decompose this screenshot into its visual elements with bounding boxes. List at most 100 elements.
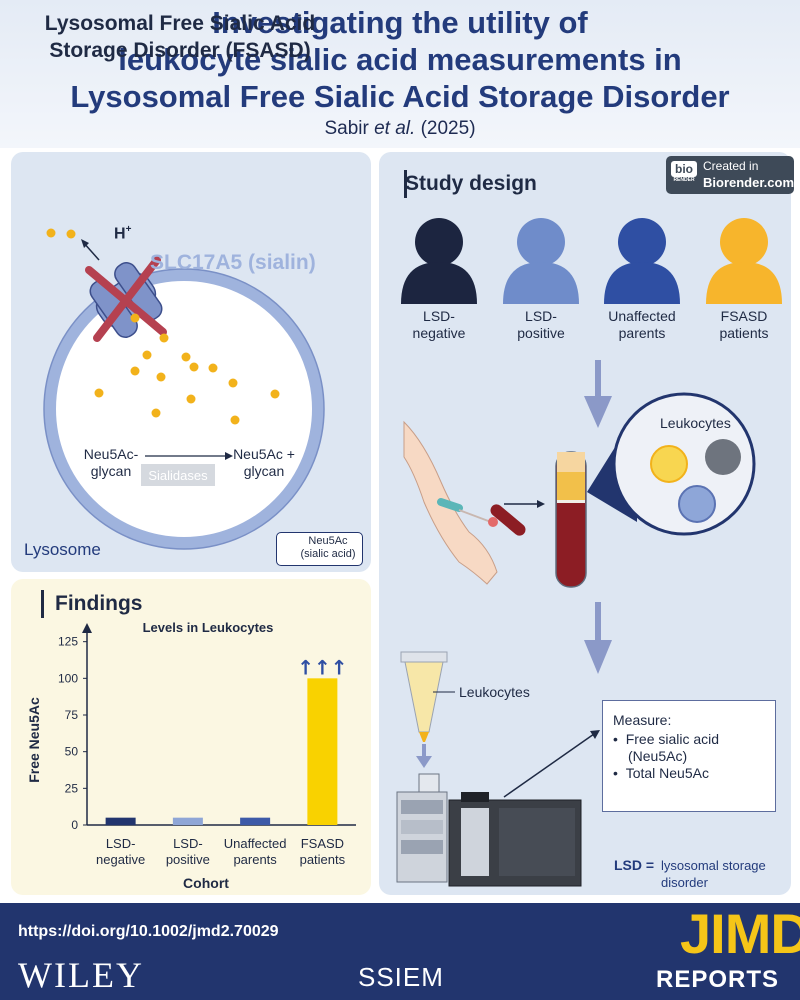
cohort-label-line: patients xyxy=(719,325,769,341)
biorender-logo-text: bio xyxy=(671,161,697,177)
legend-box xyxy=(276,532,363,566)
increase-arrows-annotation: ↑↑↑ xyxy=(297,655,347,679)
chart-marks: 0255075100125LSD-negativeLSD-positiveUna… xyxy=(58,623,356,867)
measure-box xyxy=(602,700,776,812)
product-line-1: Neu5Ac + xyxy=(233,446,295,462)
x-tick-label: LSD- xyxy=(173,836,203,851)
x-tick-label: LSD- xyxy=(106,836,136,851)
x-tick-label: negative xyxy=(96,852,145,867)
transport-block-cross xyxy=(85,256,167,342)
neu5ac-dot xyxy=(181,352,191,362)
proton-symbol: H xyxy=(114,225,126,243)
x-tick-label: positive xyxy=(166,852,210,867)
neu5ac-dot xyxy=(156,372,166,382)
efflux-arrow-head xyxy=(81,239,89,248)
chart-title: Levels in Leukocytes xyxy=(143,620,274,635)
measure-list: • Free sialic acid (Neu5Ac) • Total Neu5… xyxy=(613,731,719,782)
neu5ac-dot xyxy=(159,333,169,343)
fsasd-title: Lysosomal Free Sialic Acid Storage Disor… xyxy=(0,10,360,64)
neu5ac-dot xyxy=(270,389,280,399)
x-tick-label: patients xyxy=(300,852,346,867)
cohort-label-line: LSD- xyxy=(525,308,557,324)
person-icon-fsasd-patients xyxy=(706,218,782,304)
lsd-definition-line: lysosomal storage xyxy=(661,858,766,873)
down-arrow-2 xyxy=(584,602,612,674)
substrate-line-1: Neu5Ac- xyxy=(83,446,139,462)
leukocyte-cell xyxy=(705,439,741,475)
biorender-site: Biorender.com xyxy=(703,175,795,190)
findings-title-bar xyxy=(41,590,44,618)
reaction-arrow-head xyxy=(225,452,233,460)
substrate-line-2: glycan xyxy=(90,463,132,479)
y-tick-label: 125 xyxy=(58,635,78,649)
study-design-illustration xyxy=(396,218,782,887)
doi-link[interactable]: https://doi.org/10.1002/jmd2.70029 xyxy=(18,923,279,940)
cohort-label-lsd-negative: LSD- negative xyxy=(404,308,474,342)
y-tick-label: 100 xyxy=(58,671,78,685)
leukocyte-cell xyxy=(678,485,716,523)
neu5ac-dot xyxy=(142,350,152,360)
study-title-bar xyxy=(404,170,407,198)
cohort-label-unaffected-parents: Unaffected parents xyxy=(600,308,684,342)
y-tick-label: 75 xyxy=(65,708,79,722)
lysosome-membrane xyxy=(44,269,324,549)
findings-title: Findings xyxy=(55,592,143,615)
title-line-3: Lysosomal Free Sialic Acid Storage Disor… xyxy=(70,79,730,114)
bar xyxy=(172,817,203,825)
title-line-1: Investigating the utility of xyxy=(212,5,588,40)
cohort-label-line: FSASD xyxy=(720,308,768,324)
legend-text: Neu5Ac (sialic acid) xyxy=(296,535,360,561)
jimd-logo: JIMD xyxy=(680,902,800,965)
neu5ac-dot xyxy=(189,362,199,372)
cohort-label-line: negative xyxy=(412,325,466,341)
person-icon-lsd-negative xyxy=(401,218,477,304)
neu5ac-dot xyxy=(228,378,238,388)
title-line-2: leukocyte sialic acid measurements in xyxy=(118,42,682,77)
findings-chart: Levels in Leukocytes Free Neu5Ac Cohort … xyxy=(26,620,356,891)
person-icon-lsd-positive xyxy=(503,218,579,304)
measure-item-text: Total Neu5Ac xyxy=(625,765,709,781)
measure-item-text: Free sialic acid xyxy=(625,731,720,747)
y-axis-arrowhead xyxy=(82,623,92,633)
blood-tube xyxy=(555,451,587,588)
fsasd-title-line-1: Lysosomal Free Sialic Acid xyxy=(44,12,316,35)
blood-arrow-head xyxy=(537,500,545,508)
lc-ms-instrument xyxy=(396,773,582,887)
x-tick-label: parents xyxy=(233,852,277,867)
leukocyte-tube xyxy=(400,651,448,742)
bar xyxy=(105,817,136,825)
neu5ac-dot xyxy=(46,228,56,238)
neu5ac-dot xyxy=(186,394,196,404)
biorender-created: Created in xyxy=(703,159,759,173)
arm-illustration xyxy=(403,420,526,585)
study-design-title: Study design xyxy=(405,172,537,195)
measure-item: • Free sialic acid xyxy=(613,731,720,747)
enzyme-label: Sialidases xyxy=(148,468,208,483)
neu5ac-dot xyxy=(208,363,218,373)
leukocytes-bubble-label: Leukocytes xyxy=(660,415,731,431)
measure-arrow xyxy=(503,733,595,798)
cohort-label-fsasd-patients: FSASD patients xyxy=(709,308,779,342)
cohort-label-line: positive xyxy=(517,325,565,341)
biorender-logo-sub: RENDER xyxy=(673,177,695,183)
measure-heading: Measure: xyxy=(613,712,672,728)
ssiem-logo: SSIEM xyxy=(358,962,444,992)
down-arrow-3 xyxy=(416,744,432,768)
header-banner xyxy=(0,0,800,148)
y-tick-label: 50 xyxy=(65,745,79,759)
lysosome-label: Lysosome xyxy=(24,540,101,559)
lsd-definition-key: LSD = xyxy=(614,857,655,873)
page-title: Investigating the utility of leukocyte s… xyxy=(0,4,800,115)
author-name: Sabir xyxy=(324,118,369,139)
lsd-definition: lysosomal storage disorder xyxy=(661,857,791,891)
tube-label: Leukocytes xyxy=(459,684,530,700)
cohort-label-lsd-positive: LSD- positive xyxy=(506,308,576,342)
chart-y-label: Free Neu5Ac xyxy=(26,697,42,783)
fsasd-title-line-2: Storage Disorder (FSASD) xyxy=(49,39,311,62)
author-etal: et al. xyxy=(374,118,416,139)
neu5ac-dot xyxy=(94,388,104,398)
measure-item-cont: (Neu5Ac) xyxy=(628,748,688,764)
sialidases-box xyxy=(141,464,215,486)
x-tick-label: FSASD xyxy=(301,836,344,851)
lysosome-diagram xyxy=(43,228,325,553)
